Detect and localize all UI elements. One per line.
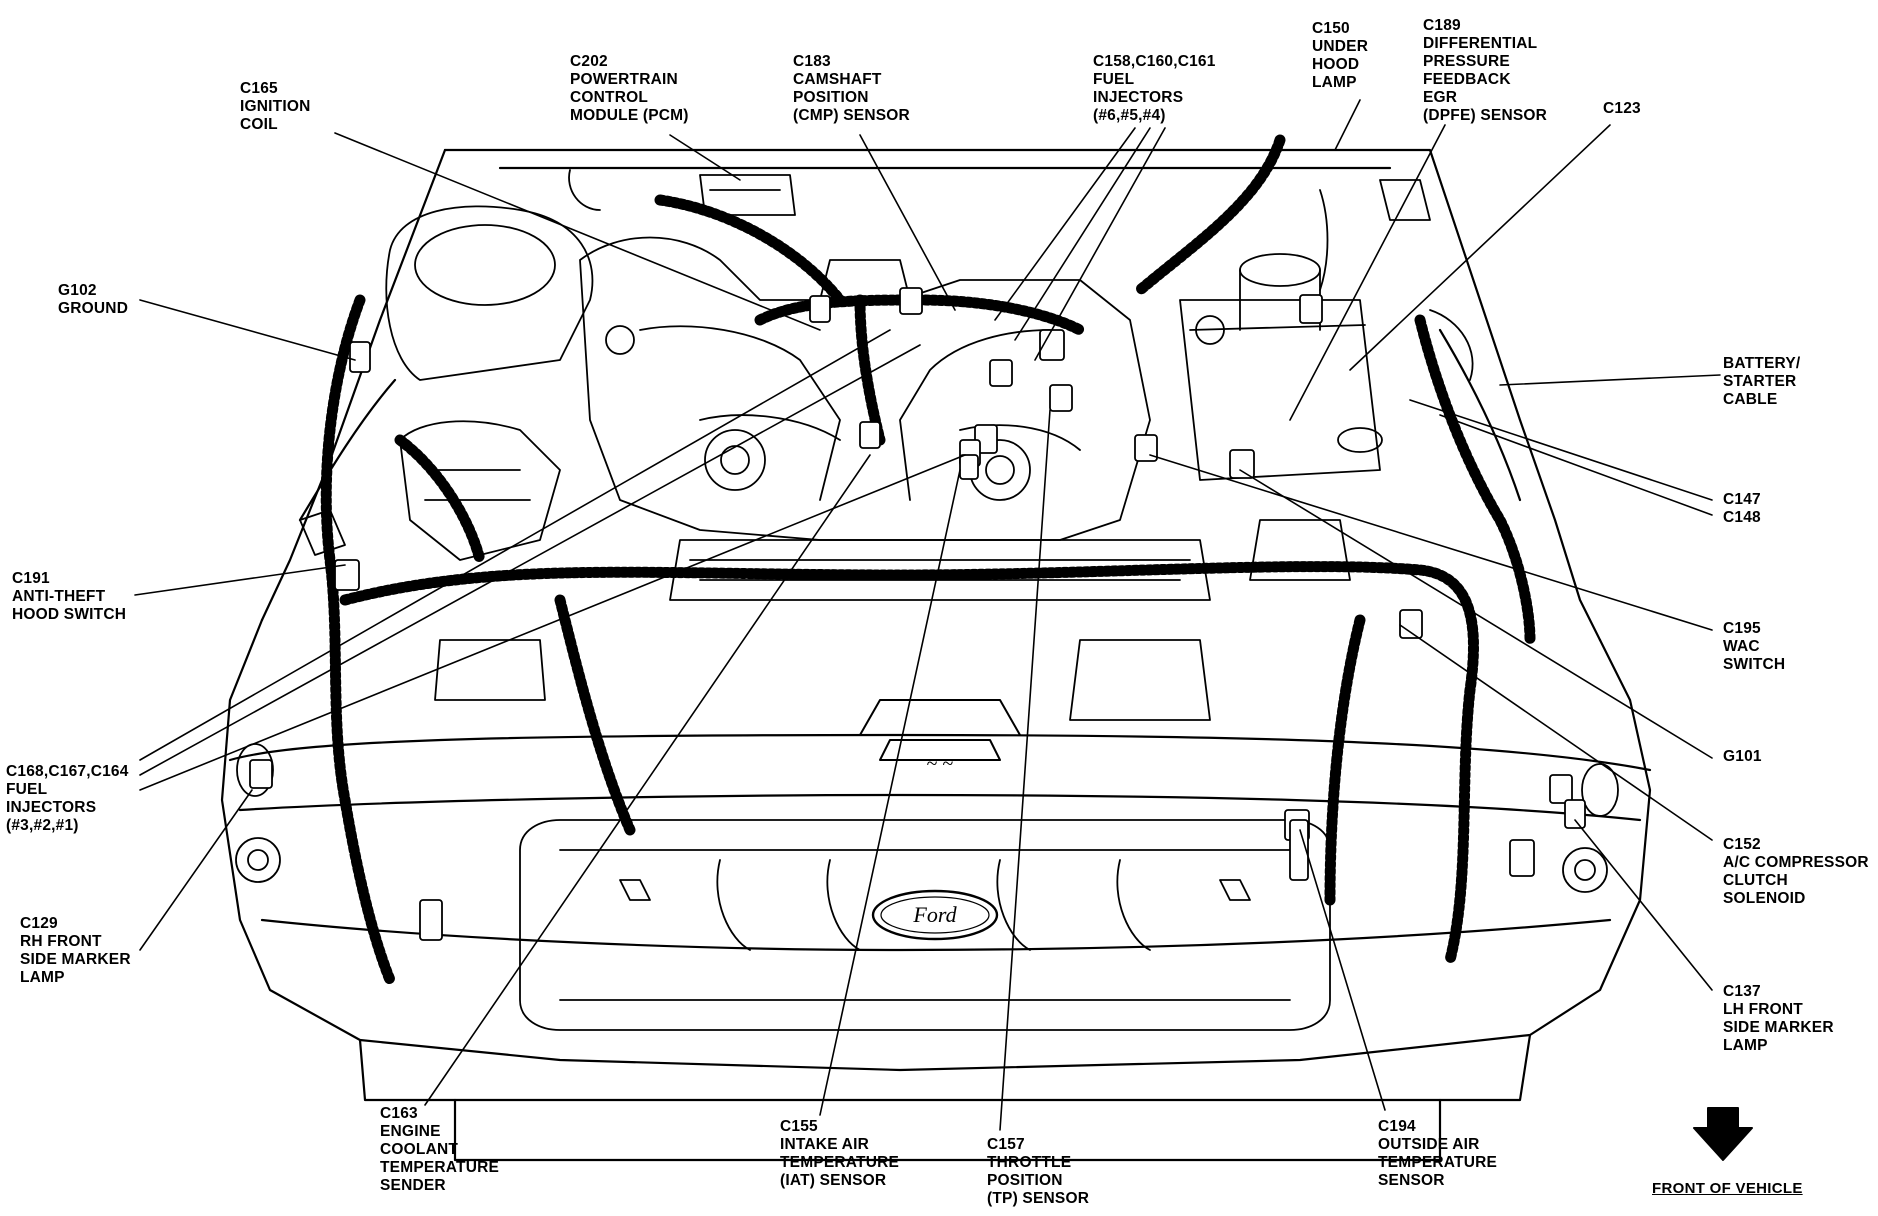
callout-c202-pcm: C202 POWERTRAIN CONTROL MODULE (PCM) (570, 53, 689, 124)
callout-c183-cmp-sensor: C183 CAMSHAFT POSITION (CMP) SENSOR (793, 53, 910, 124)
callout-g102-ground: G102 GROUND (58, 282, 129, 317)
callout-c195-wac-switch: C195 WAC SWITCH (1723, 620, 1786, 673)
callout-c163-coolant-temp-sender: C163 ENGINE COOLANT TEMPERATURE SENDER (380, 1105, 500, 1194)
callout-g101: G101 (1723, 748, 1762, 765)
callout-c157-tp-sensor: C157 THROTTLE POSITION (TP) SENSOR (987, 1136, 1090, 1207)
callout-c123: C123 (1603, 100, 1641, 117)
grille-area (519, 819, 1331, 1031)
ford-logo-text: Ford (912, 902, 957, 927)
callout-c165-ignition-coil: C165 IGNITION COIL (240, 80, 311, 133)
ford-logo-oval: Ford (871, 889, 999, 941)
callout-c194-outside-air-temp: C194 OUTSIDE AIR TEMPERATURE SENSOR (1378, 1118, 1498, 1189)
callout-c158-fuel-injectors-654: C158,C160,C161 FUEL INJECTORS (#6,#5,#4) (1093, 53, 1216, 124)
firewall-components (568, 169, 1431, 355)
callout-c137-lh-side-marker: C137 LH FRONT SIDE MARKER LAMP (1723, 983, 1834, 1054)
vehicle-body-outline (220, 148, 1652, 1162)
callout-c168-fuel-injectors-321: C168,C167,C164 FUEL INJECTORS (#3,#2,#1) (6, 763, 129, 834)
callout-c155-iat-sensor: C155 INTAKE AIR TEMPERATURE (IAT) SENSOR (780, 1118, 900, 1189)
hood-latch: ~ ~ (859, 699, 1021, 775)
connectors (249, 287, 1586, 941)
callout-c189-dpfe-sensor: C189 DIFFERENTIAL PRESSURE FEEDBACK EGR … (1423, 17, 1548, 124)
callout-battery-starter-cable: BATTERY/ STARTER CABLE (1723, 355, 1801, 408)
callout-c152-ac-compressor-clutch: C152 A/C COMPRESSOR CLUTCH SOLENOID (1723, 836, 1869, 907)
headlamps (235, 743, 1619, 893)
callout-c150-under-hood-lamp: C150 UNDER HOOD LAMP (1312, 20, 1369, 91)
engine-block (579, 236, 1151, 541)
callout-c147-c148: C147 C148 (1723, 491, 1761, 526)
front-of-vehicle-label: FRONT OF VEHICLE (1652, 1180, 1803, 1197)
leader-lines (134, 99, 1721, 1131)
callout-c191-anti-theft-hood-switch: C191 ANTI-THEFT HOOD SWITCH (12, 570, 127, 623)
callout-c129-rh-side-marker: C129 RH FRONT SIDE MARKER LAMP (20, 915, 131, 986)
front-arrow-icon (1693, 1107, 1753, 1161)
air-cleaner (299, 205, 594, 561)
battery (1179, 253, 1474, 581)
svg-text:~ ~: ~ ~ (927, 753, 954, 775)
wiring-harness (320, 134, 1536, 986)
